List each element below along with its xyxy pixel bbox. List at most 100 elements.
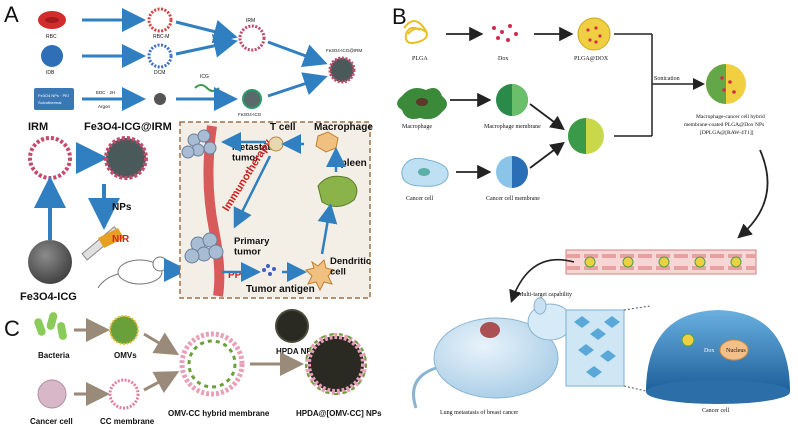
macrophage-nucleus — [416, 98, 428, 106]
mouse-b-ear — [533, 297, 547, 315]
t-cell — [268, 136, 284, 152]
macrophage-membrane-half — [512, 84, 528, 116]
final-hpda-np-ring — [305, 333, 367, 395]
fe3o4-icg-irm-small-label: Fe3O4-ICG@IRM — [326, 48, 362, 53]
plga-polymer — [403, 20, 428, 44]
final-np-half — [706, 64, 726, 104]
nir-label: NIR — [112, 234, 130, 245]
arrow-dc-spleen — [317, 203, 338, 255]
np-entering-cell — [681, 333, 695, 347]
plga-label: PLGA — [412, 56, 428, 62]
hybrid-membrane — [179, 331, 245, 397]
arrow-cc-hybrid — [143, 371, 180, 394]
rbcm-label: RBC-M — [153, 34, 169, 40]
nucleus — [719, 339, 749, 361]
icg-molecule — [194, 84, 220, 92]
irm-vesicle-small — [238, 24, 266, 52]
mouse-tail — [97, 273, 119, 289]
omvs-label: OMVs — [114, 351, 137, 360]
arrow-fe3o4icg-final — [267, 72, 328, 98]
final-np-label: HPDA@[OMV-CC] NPs — [296, 409, 382, 418]
tumor-antigen-dots — [262, 264, 276, 276]
vessel-nps — [584, 256, 742, 268]
cancer-membrane-half — [512, 156, 528, 188]
arrow-tcell-primary — [233, 155, 272, 229]
zoom-line-top — [623, 305, 651, 311]
macrophage-membrane-label: Macrophage membrane — [484, 124, 541, 130]
fe3o4-icg-irm-small — [328, 56, 356, 84]
arrow-to-vessel — [737, 149, 769, 239]
irm-big-label: IRM — [28, 121, 48, 133]
mouse-body — [117, 259, 163, 285]
arrow-dcm-irm — [175, 34, 238, 58]
mouse-head — [152, 256, 168, 272]
primary-tumor-cluster — [184, 232, 224, 264]
fe3o4-icg-irm-big — [104, 136, 148, 180]
dendritic-cell — [305, 259, 335, 292]
cancer-cell-bottom-label: Cancer cell — [702, 408, 729, 414]
fe3o4-icg-big — [28, 240, 72, 284]
plga-dox-np — [577, 17, 611, 51]
final-np-dox — [720, 76, 736, 94]
panel-c: C Bacteria OMVs Cancer cell CC membrane … — [4, 309, 382, 426]
cc-membrane-label: CC membrane — [100, 417, 155, 426]
nps-label: NPs — [112, 202, 132, 213]
mouse-b-body — [433, 317, 559, 399]
mouse-b-tail — [412, 366, 437, 409]
tissue-cells — [574, 316, 620, 378]
cancer-cell-nucleus — [418, 168, 430, 176]
multi-target-label: Multi-target capability — [518, 292, 572, 298]
macrophage-label: Macrophage — [314, 122, 373, 133]
t-cell-label: T cell — [270, 122, 296, 133]
ppt-label: PPT — [228, 270, 247, 281]
hybrid-membrane-inner — [187, 339, 237, 389]
cancer-cell-b-label: Cancer cell — [406, 196, 433, 202]
arrow-rbcm-irm — [175, 19, 238, 44]
zoom-line-bottom — [623, 385, 651, 393]
fe3o4-icg-label: Fe3O4-ICG — [20, 291, 77, 303]
cancer-cell-c-label: Cancer cell — [30, 417, 73, 426]
precursor-box-text: Fe3O4 NPs · PEI — [38, 93, 69, 98]
rbc-label: RBC — [46, 34, 57, 40]
bacteria — [34, 312, 67, 340]
irm-vesicle-big — [28, 136, 72, 180]
dox-label: Dox — [498, 56, 508, 62]
plga-dox-dots — [586, 26, 602, 44]
nucleus-label: Nucleus — [726, 348, 746, 354]
idb-label: IDB — [46, 70, 55, 76]
metastatic-tumor-cluster — [181, 129, 217, 159]
hybrid-membrane-label: OMV-CC hybrid membrane — [168, 409, 270, 418]
rbcm-vesicle — [147, 7, 173, 33]
tumor-antigen-label: Tumor antigen — [246, 284, 315, 295]
cancer-cell-zoom — [646, 310, 790, 392]
cc-membrane — [108, 378, 140, 410]
dox-molecules — [492, 24, 518, 42]
arrow-cancer-hybrid — [529, 141, 565, 169]
mouse-b-lung — [480, 322, 500, 338]
lung-metastasis-label: Lung metastasis of breast cancer — [440, 409, 518, 416]
hybrid-vesicle-half — [568, 118, 586, 154]
blood-vessel — [203, 125, 225, 297]
cancer-cell-base — [646, 380, 790, 404]
cancer-membrane-label: Cancer cell membrane — [486, 196, 540, 202]
panel-b-letter: B — [392, 4, 407, 29]
hybrid-label-2: membrane-coated PLGA@Dox NPs — [684, 122, 764, 128]
dcm-label: DCM — [154, 70, 165, 76]
spleen-organ — [317, 175, 358, 207]
arrow-omvs-hybrid — [143, 332, 180, 356]
argon-label: Argon — [98, 104, 111, 109]
dcm-vesicle — [147, 43, 173, 69]
precursor-box-text-2: Solvothermal — [38, 100, 61, 105]
dox-inner-label: Dox — [704, 348, 714, 354]
rbc-cell-center — [45, 17, 59, 23]
panel-a: A RBC IDB Fe3O4 NPs · PEI Solvothermal E… — [4, 2, 373, 303]
fe3o4-core — [154, 93, 166, 105]
spleen-label: Spleen — [334, 158, 367, 169]
bacteria-label: Bacteria — [38, 351, 70, 360]
arrow-multi-target — [509, 258, 575, 304]
